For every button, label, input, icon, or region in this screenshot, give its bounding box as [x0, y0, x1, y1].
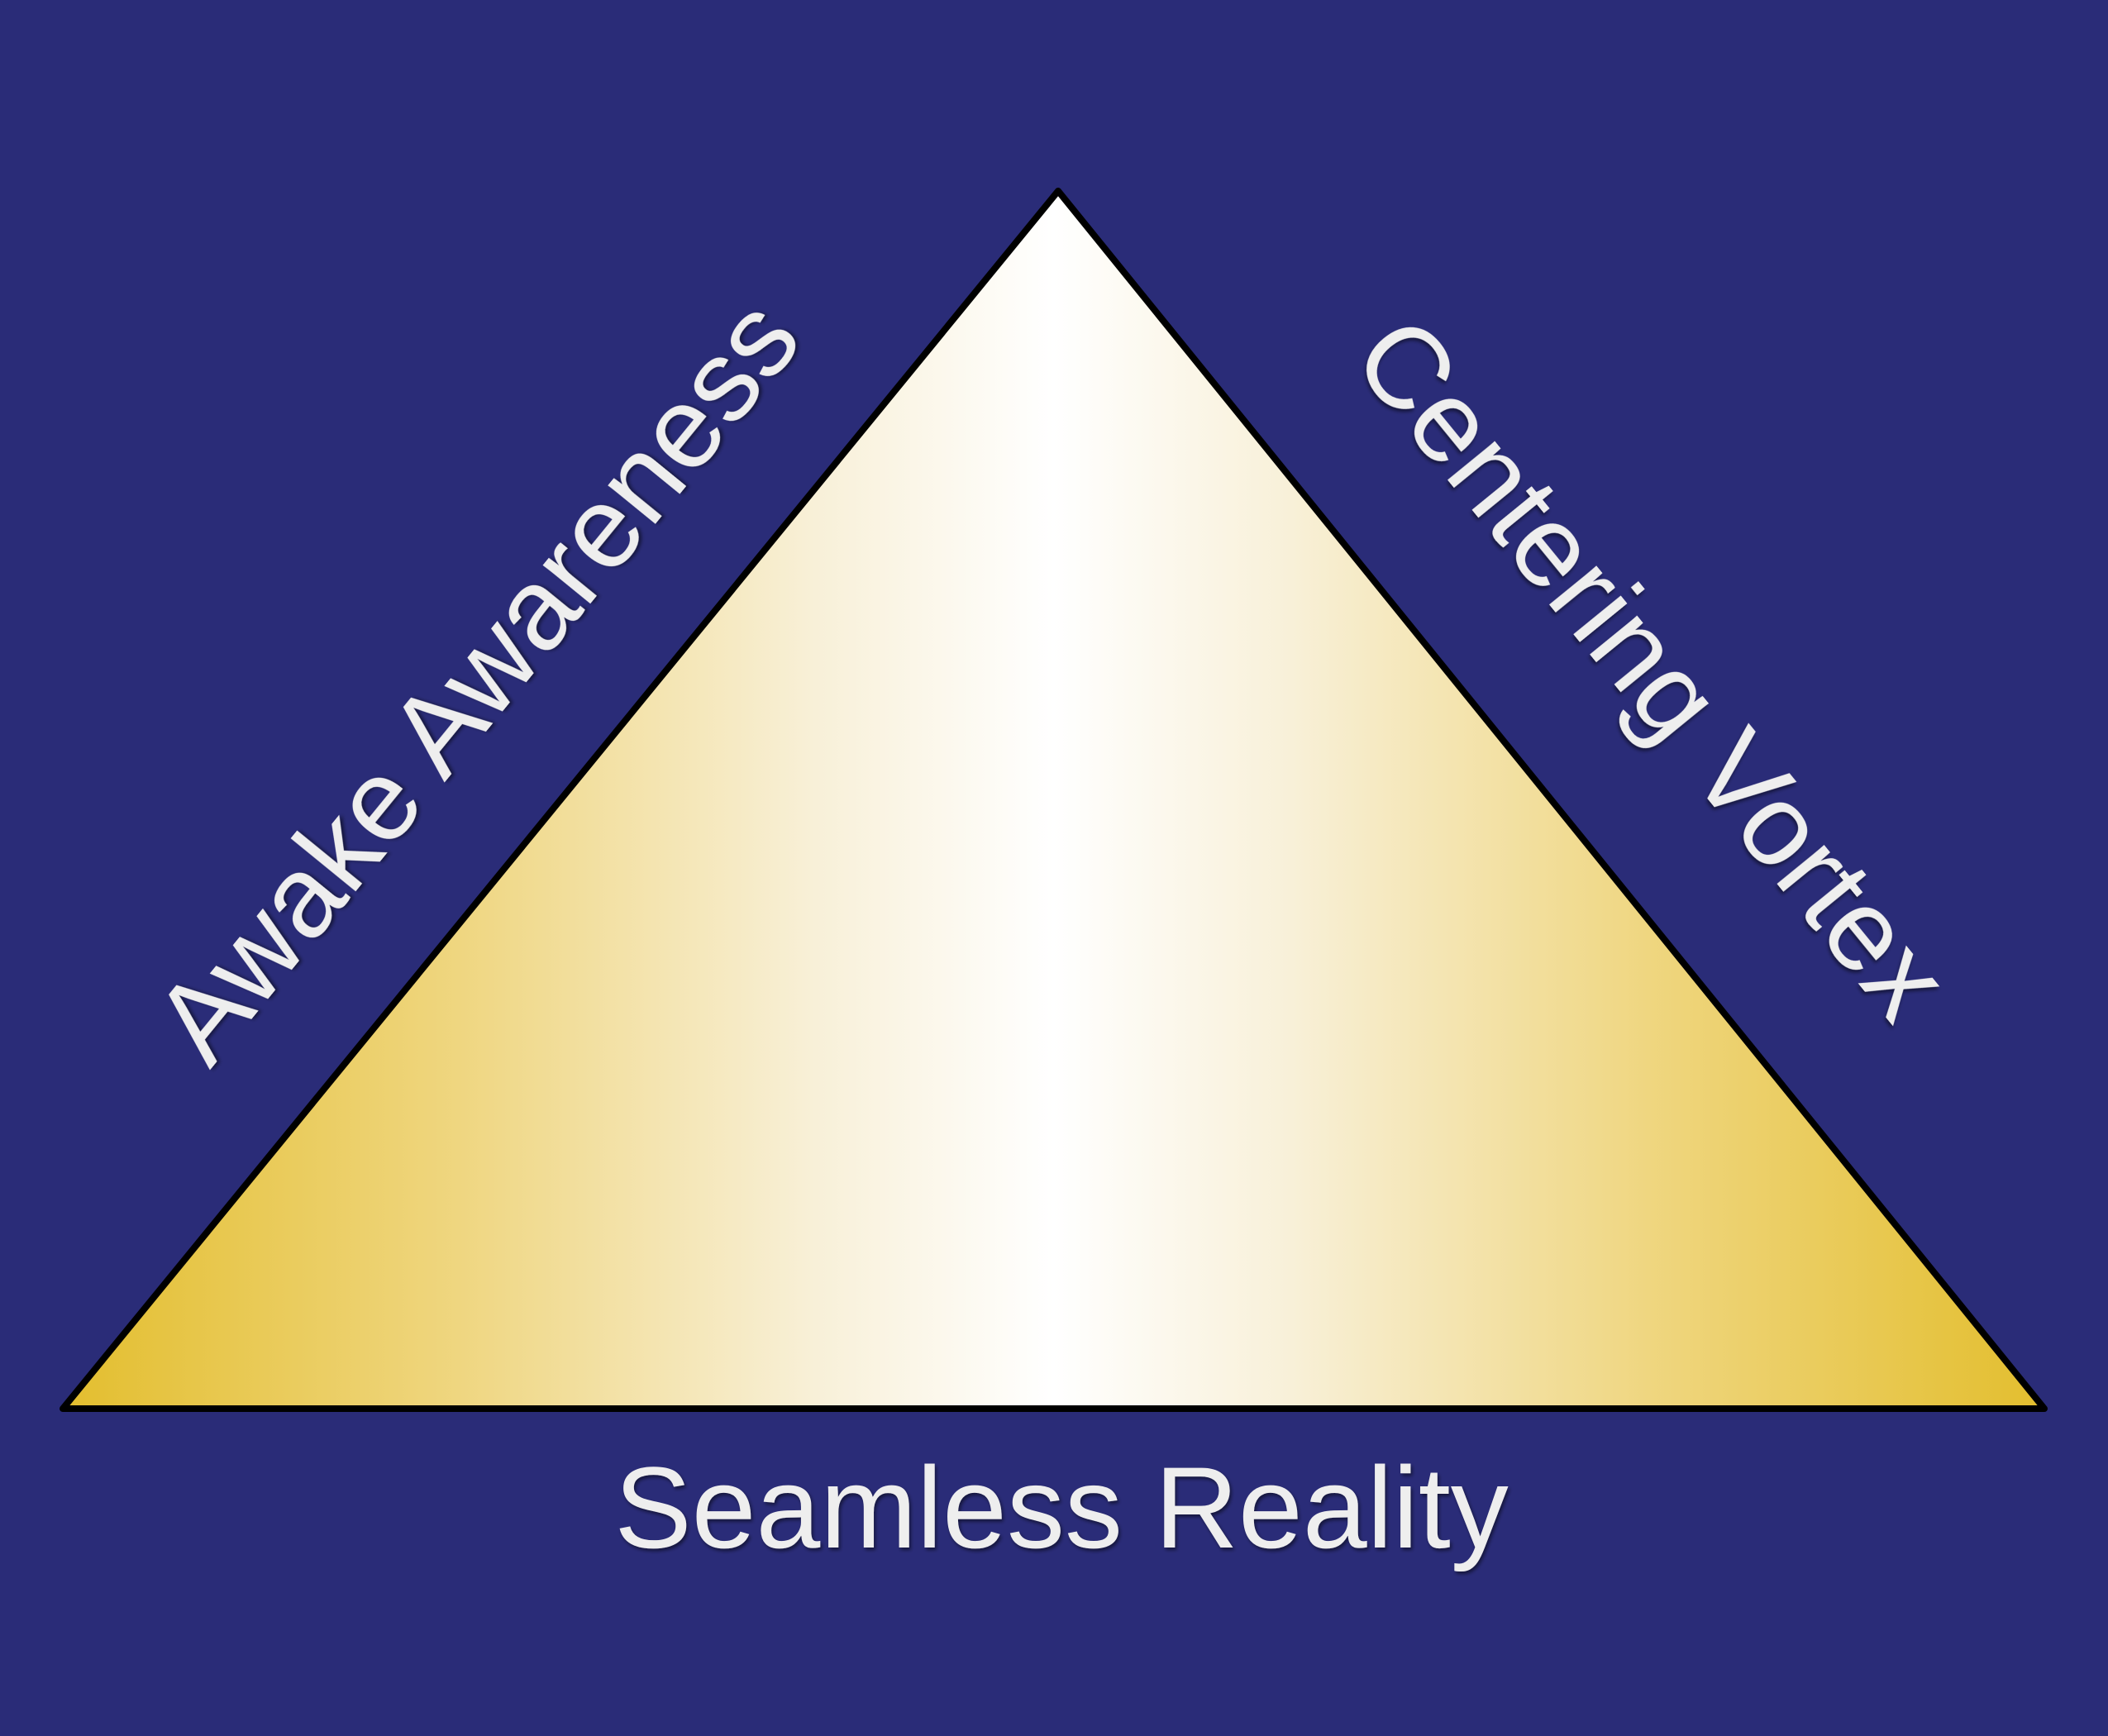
triangle [60, 188, 2048, 1412]
label-seamless-reality: Seamless Reality [614, 1443, 1509, 1572]
